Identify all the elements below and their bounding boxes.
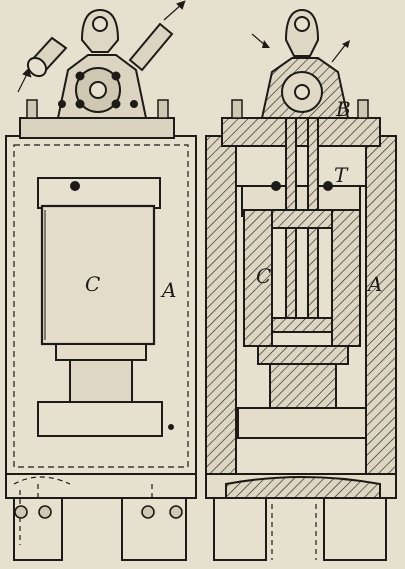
left-head-plate [19, 117, 175, 139]
left-base-bolts [14, 505, 183, 519]
right-left-wall [205, 135, 237, 475]
left-label-c: C [85, 272, 100, 296]
right-label-t: T [334, 163, 349, 187]
right-head-plate [221, 117, 381, 147]
right-cylinder-wall-right [331, 209, 361, 347]
left-frame-inner [13, 144, 189, 468]
right-ram-head [257, 345, 349, 365]
right-ram [269, 363, 337, 409]
left-platen [37, 401, 163, 437]
left-label-a: A [160, 278, 176, 302]
right-right-wall [365, 135, 397, 475]
left-head-bolts [26, 99, 169, 119]
left-valve-block [56, 54, 148, 119]
left-crosshead [37, 177, 161, 209]
right-piston [271, 317, 333, 333]
right-label-b: B [335, 97, 351, 121]
left-cylinder [40, 204, 156, 346]
left-view [5, 0, 197, 561]
right-lifting-eye [284, 8, 320, 57]
right-platen [237, 407, 367, 439]
left-inlet-pipe [17, 36, 68, 93]
right-view [205, 8, 397, 561]
left-lifting-eye [80, 8, 120, 53]
right-label-c: C [256, 264, 271, 288]
left-outlet-pipe [128, 0, 186, 72]
left-base [5, 473, 197, 561]
right-label-a: A [366, 272, 382, 296]
